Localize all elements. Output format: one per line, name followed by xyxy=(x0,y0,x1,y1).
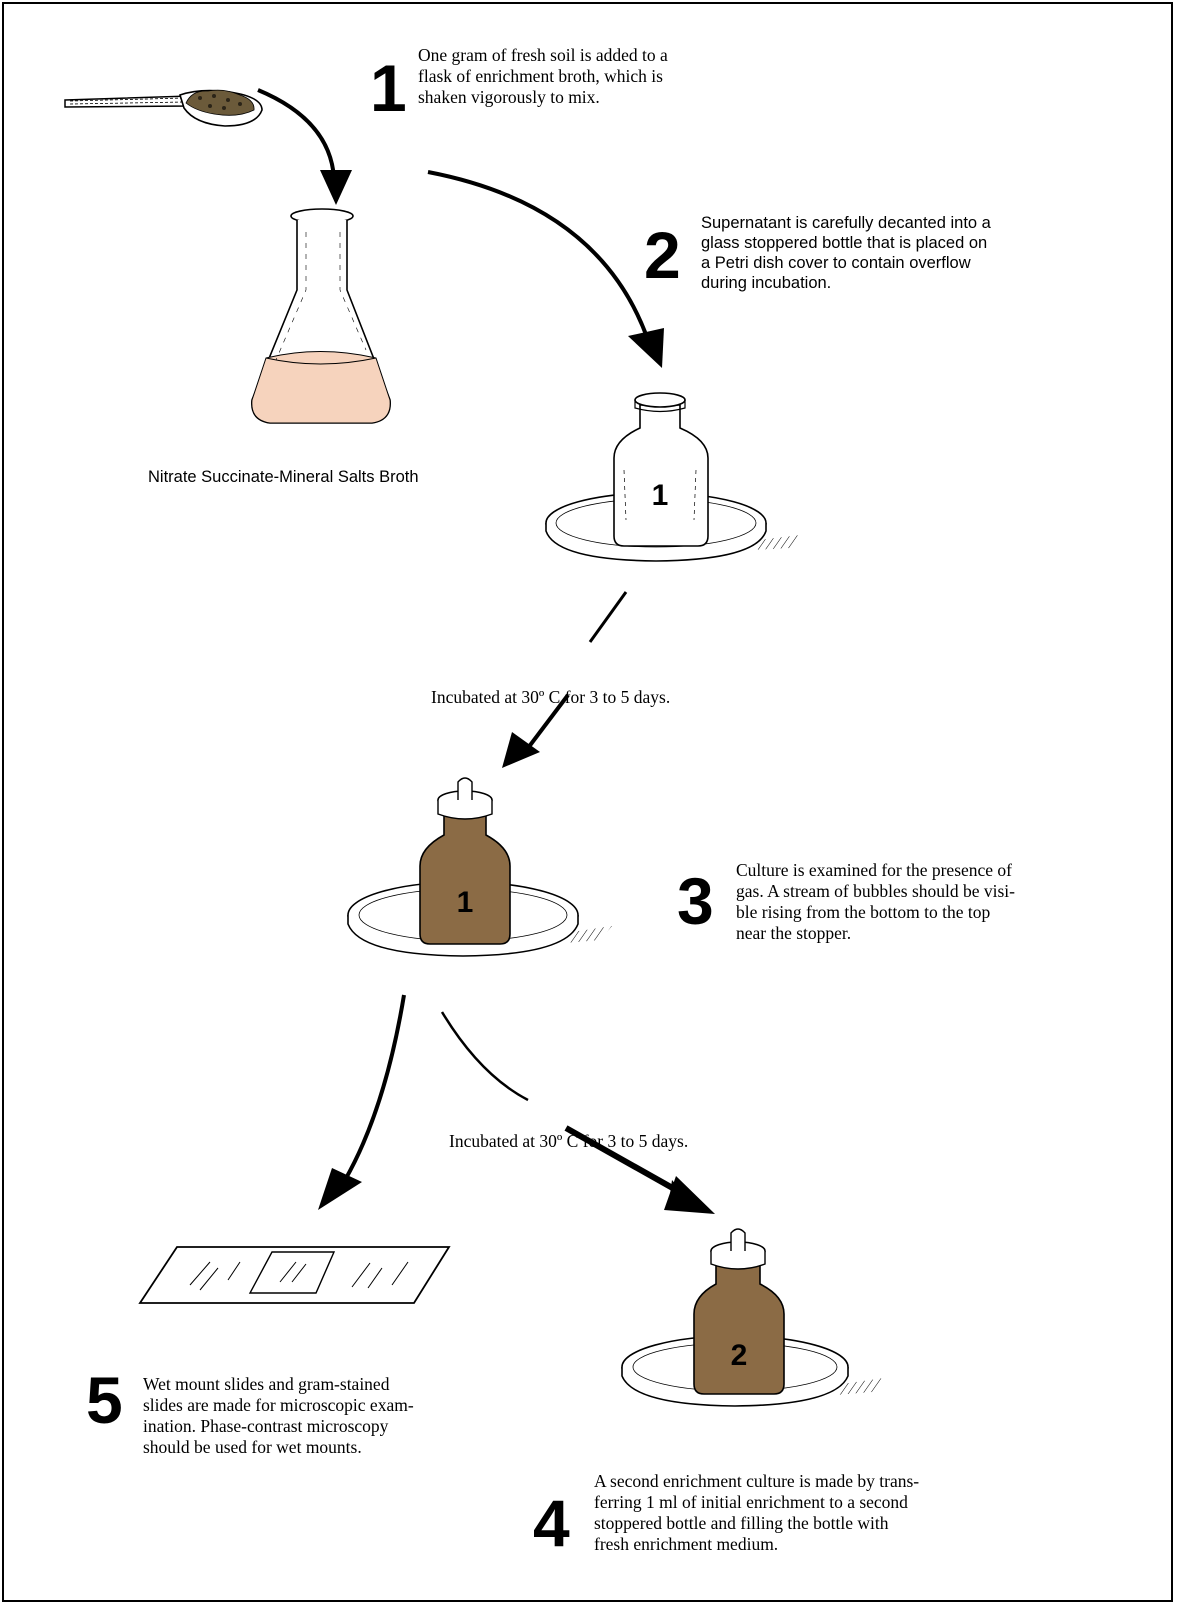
step-text-line: A second enrichment culture is made by t… xyxy=(594,1471,920,1491)
arrow-icon xyxy=(318,994,406,1210)
arrow-icon xyxy=(257,88,352,205)
step-text-line: ination. Phase-contrast microscopy xyxy=(143,1416,389,1436)
step-text-line: ferring 1 ml of initial enrichment to a … xyxy=(594,1492,908,1512)
arrow-icon xyxy=(440,1011,715,1214)
step-text-line: slides are made for microscopic exam- xyxy=(143,1395,414,1415)
step-text-line: Wet mount slides and gram-stained xyxy=(143,1374,390,1394)
bottle-icon xyxy=(419,777,511,945)
spoon-icon xyxy=(64,89,263,127)
incubation-label-text: Incubated at 30º C for 3 to 5 days. xyxy=(449,1131,689,1151)
step-text-line: near the stopper. xyxy=(736,923,852,943)
flask-label-text: Nitrate Succinate-Mineral Salts Broth xyxy=(148,468,419,486)
bottle-label: 1 xyxy=(457,886,474,919)
step-text-line: gas. A stream of bubbles should be visi- xyxy=(736,881,1016,901)
step-text-line: Culture is examined for the presence of xyxy=(736,860,1013,880)
slide-icon xyxy=(138,1246,451,1304)
step-number: 2 xyxy=(644,218,681,292)
step-number: 1 xyxy=(370,51,407,125)
incubation-label: Incubated at 30º C for 3 to 5 days. xyxy=(431,687,670,708)
soil-icon xyxy=(185,89,255,116)
flask-label: Nitrate Succinate-Mineral Salts Broth xyxy=(148,467,419,487)
incubation-label: Incubated at 30º C for 3 to 5 days. xyxy=(449,1131,688,1152)
step-text: One gram of fresh soil is added to a fla… xyxy=(418,45,668,108)
step-text-line: shaken vigorously to mix. xyxy=(418,87,600,107)
step-text-line: should be used for wet mounts. xyxy=(143,1437,362,1457)
bottle-label: 2 xyxy=(731,1339,748,1372)
bottle-icon xyxy=(613,392,709,547)
step-text-line: ble rising from the bottom to the top xyxy=(736,902,991,922)
step-number: 4 xyxy=(533,1486,570,1560)
step-text-line: stoppered bottle and filling the bottle … xyxy=(594,1513,889,1533)
step-text-line: during incubation. xyxy=(701,274,832,292)
step-text-line: flask of enrichment broth, which is xyxy=(418,66,663,86)
bottle-label: 1 xyxy=(652,479,669,512)
arrow-icon xyxy=(502,591,628,768)
step-text: Culture is examined for the presence of … xyxy=(736,860,1015,944)
step-text-line: glass stoppered bottle that is placed on xyxy=(701,234,988,252)
step-text-line: Supernatant is carefully decanted into a xyxy=(701,214,991,232)
step-text: Wet mount slides and gram-stained slides… xyxy=(143,1374,414,1458)
step-number: 3 xyxy=(677,864,714,938)
step-text-line: fresh enrichment medium. xyxy=(594,1534,779,1554)
step-text-line: a Petri dish cover to contain overflow xyxy=(701,254,971,272)
step-number: 5 xyxy=(86,1363,123,1437)
arrow-icon xyxy=(427,170,664,368)
step-text-line: One gram of fresh soil is added to a xyxy=(418,45,668,65)
step-text: Supernatant is carefully decanted into a… xyxy=(701,213,991,293)
bottle-icon xyxy=(693,1228,785,1395)
incubation-label-text: Incubated at 30º C for 3 to 5 days. xyxy=(431,687,671,707)
flask-icon xyxy=(251,208,391,424)
step-text: A second enrichment culture is made by t… xyxy=(594,1471,919,1555)
